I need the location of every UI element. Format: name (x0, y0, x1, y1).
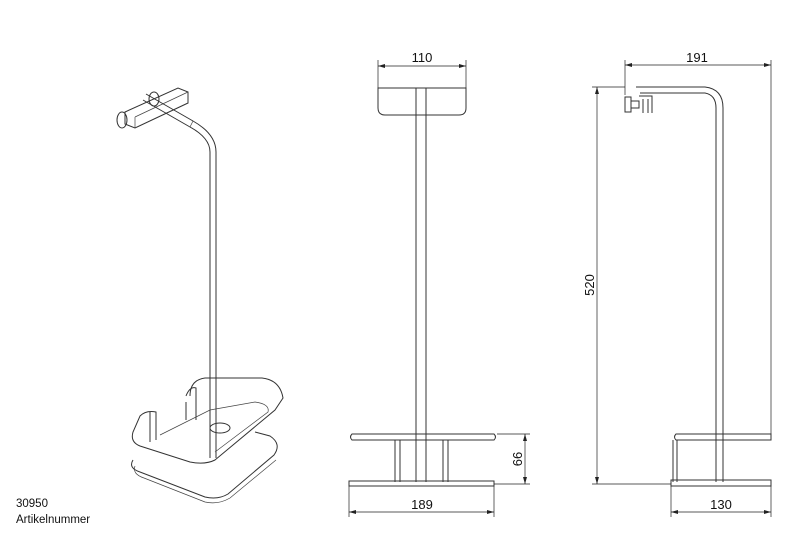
isometric-view (116, 87, 284, 504)
dim-base-width: 189 (411, 497, 433, 512)
side-view (592, 60, 772, 517)
article-number: 30950 (16, 498, 48, 510)
dim-base-height: 66 (510, 452, 525, 466)
dim-side-depth: 191 (686, 50, 708, 65)
dim-base-depth: 130 (710, 497, 732, 512)
article-label: Artikelnummer (16, 514, 91, 526)
front-view (348, 60, 530, 517)
dim-height: 520 (582, 274, 597, 296)
dim-top-width: 110 (412, 50, 433, 65)
